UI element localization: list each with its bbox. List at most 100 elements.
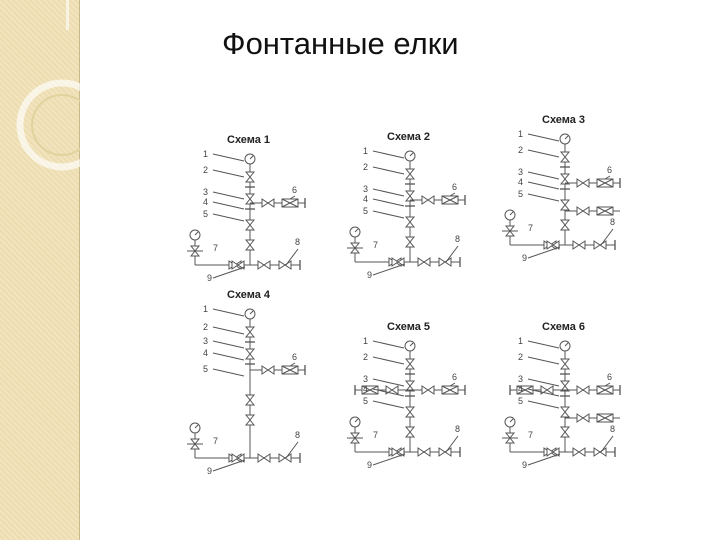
gate-valve-symbol — [244, 348, 256, 360]
choke-hatch — [596, 178, 614, 188]
callout-leader — [527, 400, 560, 409]
gate-valve-symbol — [559, 173, 571, 185]
gauge-needle — [194, 424, 199, 429]
callout-number: 3 — [518, 167, 523, 177]
gauge-needle — [249, 310, 254, 315]
callout-leader — [372, 388, 405, 397]
callout-leader — [212, 326, 245, 335]
callout-number: 5 — [518, 396, 523, 406]
gate-valve-symbol — [404, 358, 416, 370]
gate-valve-symbol — [572, 240, 586, 250]
gate-valve-symbol — [438, 257, 452, 267]
gauge-needle — [249, 155, 254, 160]
callout-number: 7 — [528, 430, 533, 440]
callout-leader — [527, 388, 560, 397]
callout-number: 3 — [203, 336, 208, 346]
gate-valve-symbol — [244, 394, 256, 406]
callout-leader — [212, 169, 245, 178]
gate-valve-symbol — [546, 447, 560, 457]
ring-small — [31, 94, 80, 156]
gate-valve-symbol — [576, 206, 590, 216]
callout-leader — [527, 340, 560, 349]
gate-valve-symbol — [404, 426, 416, 438]
gate-valve-symbol — [404, 190, 416, 202]
callout-number: 7 — [373, 430, 378, 440]
callout-leader — [527, 453, 561, 466]
callout-number: 6 — [607, 165, 612, 175]
choke-hatch — [441, 195, 459, 205]
callout-leader — [600, 435, 614, 453]
callout-number: 9 — [207, 273, 212, 283]
callout-number: 1 — [518, 129, 523, 139]
gauge-needle — [564, 135, 569, 140]
callout-number: 9 — [522, 460, 527, 470]
scheme-title: Схема 1 — [227, 134, 270, 146]
callout-leader — [372, 263, 406, 276]
callout-number: 2 — [363, 162, 368, 172]
callout-leader — [372, 400, 405, 409]
callout-number: 3 — [518, 374, 523, 384]
callout-number: 1 — [203, 304, 208, 314]
gate-valve-symbol — [257, 453, 271, 463]
gate-valve-symbol — [421, 385, 435, 395]
callout-leader — [449, 382, 456, 387]
gate-valve-symbol — [572, 447, 586, 457]
gate-valve-symbol — [417, 447, 431, 457]
callout-number: 8 — [455, 424, 460, 434]
callout-leader — [372, 188, 405, 197]
choke-hatch — [596, 413, 614, 423]
gate-valve-symbol — [244, 414, 256, 426]
callout-leader — [527, 181, 560, 190]
callout-leader — [212, 308, 245, 317]
gate-valve-symbol — [404, 168, 416, 180]
gate-valve-symbol — [546, 240, 560, 250]
scheme-title: Схема 3 — [542, 114, 585, 126]
gauge-needle — [509, 418, 514, 423]
gate-valve-symbol — [261, 365, 275, 375]
callout-leader — [212, 153, 245, 162]
callout-leader — [449, 192, 456, 197]
callout-number: 1 — [363, 146, 368, 156]
callout-number: 9 — [367, 270, 372, 280]
scheme-title: Схема 2 — [387, 131, 430, 143]
choke-hatch — [281, 365, 299, 375]
callout-number: 6 — [292, 185, 297, 195]
callout-number: 2 — [363, 352, 368, 362]
callout-number: 7 — [528, 223, 533, 233]
gate-valve-symbol — [244, 193, 256, 205]
callout-leader — [527, 356, 560, 365]
callout-number: 7 — [213, 243, 218, 253]
callout-leader — [289, 362, 296, 367]
callout-leader — [527, 246, 561, 259]
gauge-needle — [354, 418, 359, 423]
callout-number: 4 — [203, 348, 208, 358]
callout-leader — [212, 352, 245, 361]
callout-number: 1 — [363, 336, 368, 346]
gate-valve-symbol — [385, 385, 399, 395]
gate-valve-symbol — [278, 260, 292, 270]
callout-number: 8 — [295, 237, 300, 247]
callout-leader — [212, 191, 245, 200]
callout-leader — [372, 453, 406, 466]
callout-leader — [527, 193, 560, 202]
callout-leader — [604, 382, 611, 387]
callout-number: 5 — [203, 209, 208, 219]
callout-leader — [527, 133, 560, 142]
callout-leader — [212, 266, 246, 279]
callout-leader — [600, 228, 614, 246]
gate-valve-symbol — [404, 216, 416, 228]
scheme-title: Схема 6 — [542, 321, 585, 333]
callout-number: 1 — [518, 336, 523, 346]
gate-valve-symbol — [559, 358, 571, 370]
gate-valve-symbol — [391, 257, 405, 267]
callout-number: 2 — [203, 165, 208, 175]
callout-number: 9 — [367, 460, 372, 470]
callout-leader — [604, 175, 611, 180]
callout-leader — [372, 150, 405, 159]
callout-number: 4 — [518, 384, 523, 394]
